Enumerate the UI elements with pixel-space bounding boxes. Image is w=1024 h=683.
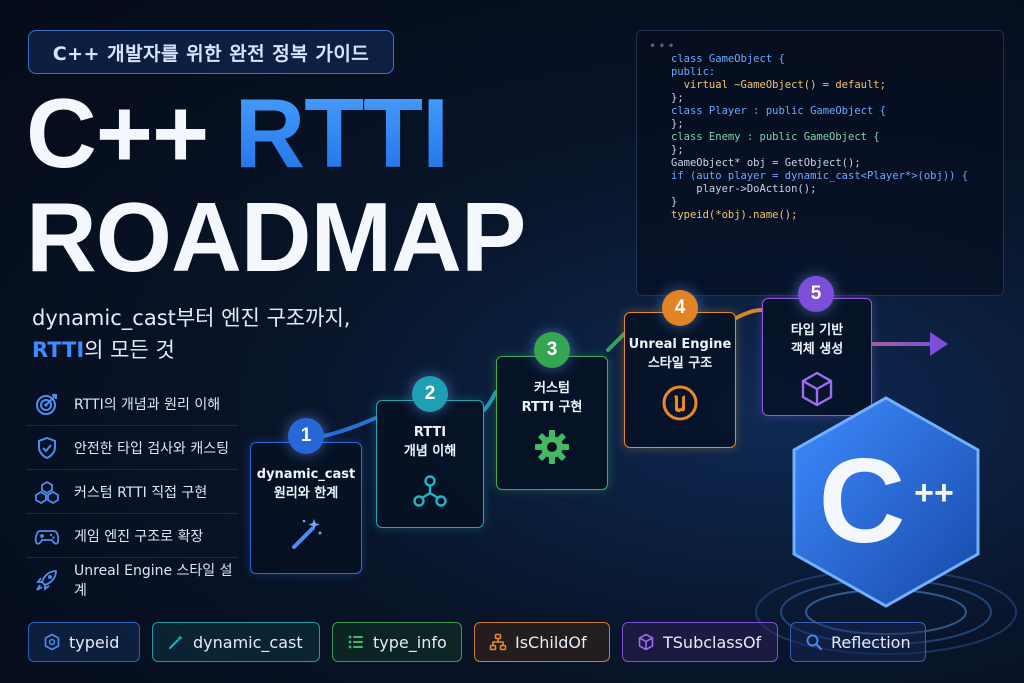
cpp-logo: C ++ <box>792 396 980 608</box>
step-label: RTTI 개념 이해 <box>403 425 457 459</box>
step-label: 커스텀 RTTI 구현 <box>521 381 583 415</box>
code-panel: ••• class GameObject { public: virtual ~… <box>636 30 1004 296</box>
code-line: player->DoAction(); <box>671 183 817 195</box>
tag-label: dynamic_cast <box>193 632 303 652</box>
step-number-2: 2 <box>412 376 448 412</box>
subtitle-line-2: RTTI의 모든 것 <box>32 334 350 366</box>
title-line-2: ROADMAP <box>26 182 526 292</box>
feature-label: RTTI의 개념과 원리 이해 <box>74 396 221 413</box>
subtitle-rest: 의 모든 것 <box>84 338 175 362</box>
code-line: public: <box>671 66 716 78</box>
code-line: class Player : public GameObject { <box>671 105 886 117</box>
feature-item: 커스텀 RTTI 직접 구현 <box>26 470 238 514</box>
shield-check-icon <box>38 436 56 459</box>
cube-icon <box>801 371 833 407</box>
magic-wand-icon <box>169 635 183 649</box>
code-line: }; <box>671 144 684 156</box>
step-label: Unreal Engine 스타일 구조 <box>628 337 732 371</box>
tag-label: type_info <box>373 632 447 652</box>
magic-wand-icon <box>292 519 322 549</box>
tag-label: IsChildOf <box>515 632 587 652</box>
tag-label: typeid <box>69 632 120 652</box>
feature-item: RTTI의 개념과 원리 이해 <box>26 382 238 426</box>
code-line: typeid(*obj).name(); <box>671 209 798 221</box>
subtitle: dynamic_cast부터 엔진 구조까지, RTTI의 모든 것 <box>32 302 350 366</box>
step-card-2: RTTI 개념 이해 <box>376 400 484 528</box>
tag-dynamic-cast: dynamic_cast <box>152 622 320 662</box>
feature-item: 게임 엔진 구조로 확장 <box>26 514 238 558</box>
feature-label: Unreal Engine 스타일 설계 <box>74 563 233 599</box>
list-icon <box>348 635 363 649</box>
feature-label: 안전한 타입 검사와 캐스팅 <box>74 440 230 457</box>
code-line: virtual ~GameObject() = default; <box>671 79 886 91</box>
cube-icon <box>638 633 654 651</box>
unreal-logo-icon <box>662 385 698 421</box>
step-number-4: 4 <box>662 290 698 326</box>
node-graph-icon <box>413 475 447 507</box>
code-line: }; <box>671 92 684 104</box>
tag-reflection: Reflection <box>790 622 926 662</box>
logo-letter: C <box>819 434 906 568</box>
search-icon <box>806 634 822 650</box>
window-dots: ••• <box>649 39 677 53</box>
step-number-5: 5 <box>798 276 834 312</box>
step-label: dynamic_cast 원리와 한계 <box>256 467 356 501</box>
tag-label: TSubclassOf <box>663 632 762 652</box>
title-line-1: C++ RTTI <box>26 84 449 182</box>
cubes-icon <box>35 480 59 504</box>
step-card-5: 타입 기반 객체 생성 <box>762 298 872 416</box>
tag-type-info: type_info <box>332 622 462 662</box>
hierarchy-icon <box>489 633 507 651</box>
hexagon-icon <box>44 633 60 651</box>
step-card-4: Unreal Engine 스타일 구조 <box>624 312 736 448</box>
feature-item: 안전한 타입 검사와 캐스팅 <box>26 426 238 470</box>
guide-badge: C++ 개발자를 위한 완전 정복 가이드 <box>28 30 394 74</box>
step-number-3: 3 <box>534 332 570 368</box>
keyword-tags: typeid dynamic_cast type_info IsChildOf … <box>28 622 926 662</box>
subtitle-line-1: dynamic_cast부터 엔진 구조까지, <box>32 306 351 330</box>
tag-ischildof: IsChildOf <box>474 622 610 662</box>
tag-tsubclassof: TSubclassOf <box>622 622 778 662</box>
target-icon <box>36 393 57 415</box>
feature-item: Unreal Engine 스타일 설계 <box>26 558 238 602</box>
tag-typeid: typeid <box>28 622 140 662</box>
step-card-1: dynamic_cast 원리와 한계 <box>250 442 362 574</box>
code-line: }; <box>671 118 684 130</box>
gamepad-icon <box>34 529 60 545</box>
step-label: 타입 기반 객체 생성 <box>790 323 844 357</box>
title-cpp: C++ <box>26 78 209 188</box>
code-line: } <box>671 196 678 208</box>
feature-label: 게임 엔진 구조로 확장 <box>74 528 204 545</box>
subtitle-highlight: RTTI <box>32 338 85 362</box>
code-line: class Enemy : public GameObject { <box>671 131 880 143</box>
gear-icon <box>535 430 569 464</box>
step-card-3: 커스텀 RTTI 구현 <box>496 356 608 490</box>
feature-list: RTTI의 개념과 원리 이해 안전한 타입 검사와 캐스팅 커스텀 RTTI … <box>26 382 238 602</box>
code-line: GameObject* obj = GetObject(); <box>671 157 861 169</box>
tag-label: Reflection <box>831 632 911 652</box>
step-number-1: 1 <box>288 418 324 454</box>
logo-plus: ++ <box>914 474 954 512</box>
code-line: if (auto player = dynamic_cast<Player*>(… <box>671 170 969 182</box>
title-rtti: RTTI <box>234 78 449 188</box>
rocket-icon <box>36 570 57 591</box>
code-line: class GameObject { <box>671 53 785 65</box>
feature-label: 커스텀 RTTI 직접 구현 <box>74 484 208 501</box>
